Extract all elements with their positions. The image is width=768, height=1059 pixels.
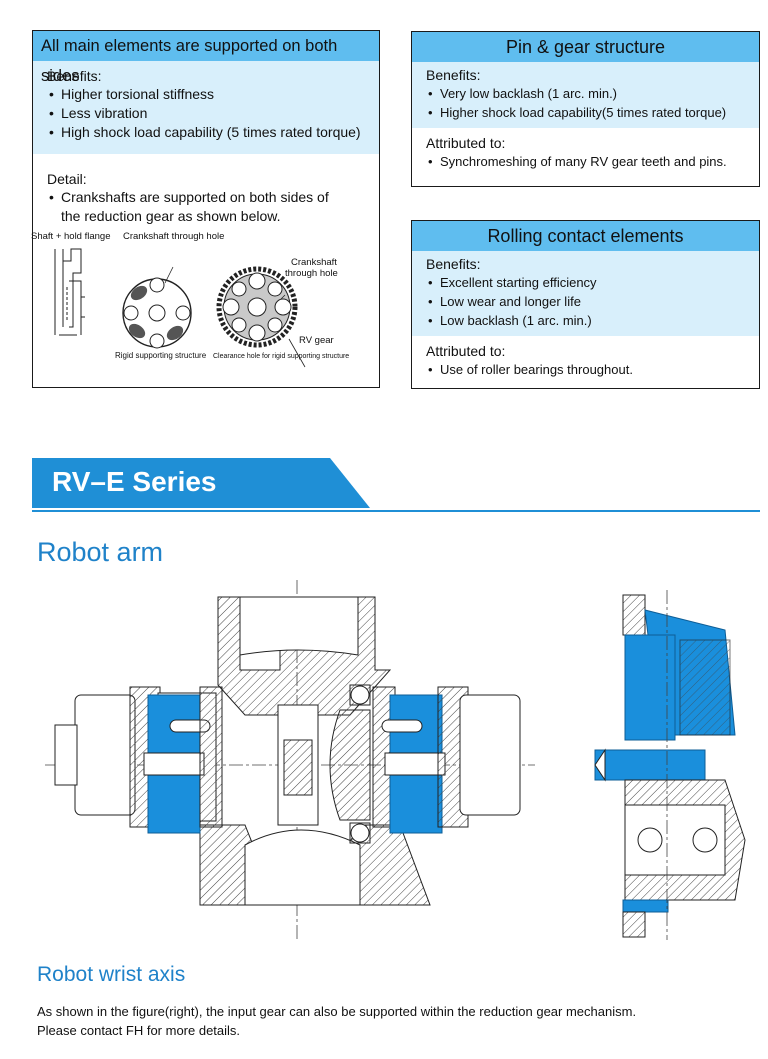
benefits-band: Benefits: Higher torsional stiffness Les… xyxy=(33,61,379,154)
list-item: Less vibration xyxy=(47,104,379,123)
list-item: Very low backlash (1 arc. min.) xyxy=(426,84,759,103)
benefits-label: Benefits: xyxy=(426,256,481,272)
feature-box-pin-gear: Pin & gear structure Benefits: Very low … xyxy=(411,31,760,187)
caption-crankshaft-right-2: through hole xyxy=(285,268,338,279)
shaft-flange-section xyxy=(54,248,85,336)
detail-label: Detail: xyxy=(47,171,87,187)
list-item: Low backlash (1 arc. min.) xyxy=(426,311,759,330)
benefits-label: Benefits: xyxy=(47,68,102,84)
list-item: Low wear and longer life xyxy=(426,292,759,311)
benefits-list: Very low backlash (1 arc. min.) Higher s… xyxy=(426,84,759,122)
robot-arm-heading: Robot arm xyxy=(37,537,164,567)
rigid-structure-disc xyxy=(122,277,192,349)
box-title: Pin & gear structure xyxy=(412,32,759,62)
wrist-description-line2: Please contact FH for more details. xyxy=(37,1023,241,1038)
caption-rigid-structure: Rigid supporting structure xyxy=(115,351,207,360)
attributed-label: Attributed to: xyxy=(426,343,506,359)
box-title: All main elements are supported on both … xyxy=(33,31,379,85)
robot-wrist-heading: Robot wrist axis xyxy=(37,963,186,986)
list-item: Higher torsional stiffness xyxy=(47,85,379,104)
list-item: Higher shock load capability(5 times rat… xyxy=(426,103,759,122)
series-title: RV–E Series xyxy=(52,466,217,497)
benefits-list: Higher torsional stiffness Less vibratio… xyxy=(47,85,379,142)
detail-line: Crankshafts are supported on both sides … xyxy=(61,189,329,205)
benefits-list: Excellent starting efficiency Low wear a… xyxy=(426,273,759,330)
caption-shaft-flange: Shaft + hold flange xyxy=(31,231,111,242)
list-item: Use of roller bearings throughout. xyxy=(426,360,759,379)
feature-box-supported-sides: All main elements are supported on both … xyxy=(31,30,380,388)
leader-lines xyxy=(164,266,306,368)
crankshaft-support-diagram xyxy=(54,248,306,368)
list-item: Crankshafts are supported on both sides … xyxy=(47,188,379,226)
list-item: Synchromeshing of many RV gear teeth and… xyxy=(426,152,759,171)
caption-rv-gear: RV gear xyxy=(299,335,334,346)
robot-wrist-drawing xyxy=(594,590,746,940)
box-title: Rolling contact elements xyxy=(412,221,759,251)
benefits-band: Benefits: Excellent starting efficiency … xyxy=(412,251,759,336)
caption-clearance-hole: Clearance hole for rigid supporting stru… xyxy=(213,353,350,360)
benefits-band: Benefits: Very low backlash (1 arc. min.… xyxy=(412,62,759,128)
detail-section: Detail: Crankshafts are supported on bot… xyxy=(33,154,379,226)
caption-crankshaft-right-1: Crankshaft xyxy=(291,257,337,268)
list-item: High shock load capability (5 times rate… xyxy=(47,123,379,142)
series-divider xyxy=(32,510,760,512)
attributed-label: Attributed to: xyxy=(426,135,506,151)
caption-crankshaft-hole: Crankshaft through hole xyxy=(123,231,225,242)
robot-arm-drawing xyxy=(45,580,535,940)
list-item: Excellent starting efficiency xyxy=(426,273,759,292)
detail-line: the reduction gear as shown below. xyxy=(61,208,281,224)
attributed-section: Attributed to: Use of roller bearings th… xyxy=(412,336,759,379)
attributed-list: Synchromeshing of many RV gear teeth and… xyxy=(426,152,759,171)
rv-gear-disc xyxy=(216,266,298,348)
attributed-list: Use of roller bearings throughout. xyxy=(426,360,759,379)
detail-list: Crankshafts are supported on both sides … xyxy=(47,188,379,226)
attributed-section: Attributed to: Synchromeshing of many RV… xyxy=(412,128,759,171)
benefits-label: Benefits: xyxy=(426,67,481,83)
feature-box-rolling-contact: Rolling contact elements Benefits: Excel… xyxy=(411,220,760,389)
wrist-description-line1: As shown in the figure(right), the input… xyxy=(37,1004,637,1019)
series-banner xyxy=(32,458,370,508)
